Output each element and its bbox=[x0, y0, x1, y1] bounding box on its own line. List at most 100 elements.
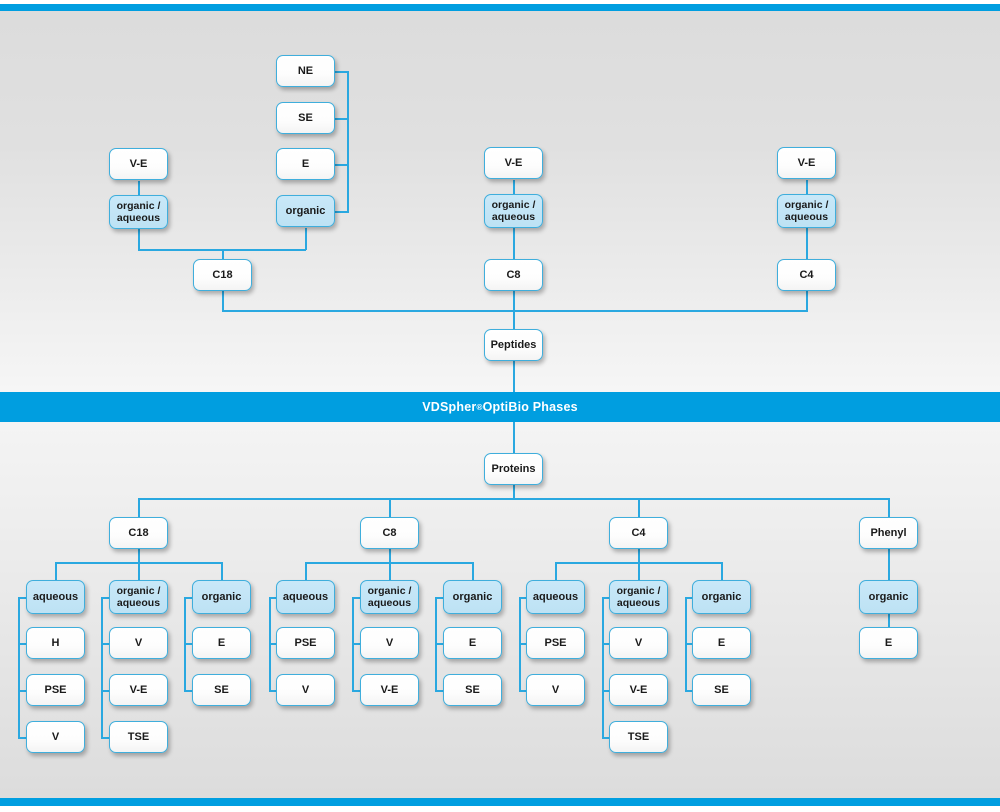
connector-c8-o-1 bbox=[435, 643, 447, 645]
node-organic-c4[interactable]: organic bbox=[692, 580, 751, 614]
node-phenyl-organic-e[interactable]: E bbox=[859, 627, 918, 659]
top-white-rule bbox=[0, 0, 1000, 4]
connector-proteins-drop bbox=[513, 484, 515, 499]
node-se[interactable]: SE bbox=[276, 102, 335, 134]
node-c18-orgaq-tse[interactable]: TSE bbox=[109, 721, 168, 753]
connector-bus-to-phenyl bbox=[888, 498, 890, 518]
connector-pc8-drop bbox=[389, 549, 391, 563]
connector-c18-ve-to-orgaq bbox=[138, 181, 140, 196]
connector-c18-aq-bus bbox=[18, 597, 20, 737]
connector-c4-oa-2 bbox=[602, 690, 614, 692]
node-aqueous-c4[interactable]: aqueous bbox=[526, 580, 585, 614]
connector-se-stub bbox=[335, 118, 349, 120]
node-ve-c18-peptide[interactable]: V-E bbox=[109, 148, 168, 180]
connector-peptides-bus bbox=[222, 310, 808, 312]
banner-product: OptiBio Phases bbox=[482, 400, 578, 414]
node-organic-c8[interactable]: organic bbox=[443, 580, 502, 614]
connector-c4-to-peptide-bus bbox=[806, 291, 808, 311]
connector-proteins-bus bbox=[138, 498, 889, 500]
node-c4-organic-e[interactable]: E bbox=[692, 627, 751, 659]
node-organic-aqueous-c8[interactable]: organic / aqueous bbox=[360, 580, 419, 614]
node-ve-c4-peptide[interactable]: V-E bbox=[777, 147, 836, 179]
node-c8-orgaq-v[interactable]: V bbox=[360, 627, 419, 659]
node-aqueous-c8[interactable]: aqueous bbox=[276, 580, 335, 614]
node-e-top[interactable]: E bbox=[276, 148, 335, 180]
connector-c18-oa-3 bbox=[101, 737, 113, 739]
node-c4-peptide[interactable]: C4 bbox=[777, 259, 836, 291]
top-accent-bar bbox=[0, 4, 1000, 11]
connector-c18-o-head bbox=[184, 597, 196, 599]
node-c18-protein[interactable]: C18 bbox=[109, 517, 168, 549]
node-organic-c18[interactable]: organic bbox=[192, 580, 251, 614]
connector-c8-o-2 bbox=[435, 690, 447, 692]
node-c8-organic-se[interactable]: SE bbox=[443, 674, 502, 706]
node-organic-aqueous-c4[interactable]: organic / aqueous bbox=[609, 580, 668, 614]
bottom-accent-bar bbox=[0, 798, 1000, 806]
connector-c18-to-peptide-bus bbox=[222, 291, 224, 311]
node-peptides[interactable]: Peptides bbox=[484, 329, 543, 361]
connector-c8-to-peptide-bus bbox=[513, 291, 515, 311]
node-organic-aqueous-c8-peptide[interactable]: organic / aqueous bbox=[484, 194, 543, 228]
node-proteins[interactable]: Proteins bbox=[484, 453, 543, 485]
node-c18-aqueous-pse[interactable]: PSE bbox=[26, 674, 85, 706]
node-organic-aqueous-c18[interactable]: organic / aqueous bbox=[109, 580, 168, 614]
node-c18-peptide[interactable]: C18 bbox=[193, 259, 252, 291]
connector-c4-o-head bbox=[685, 597, 697, 599]
connector-c18-oa-2 bbox=[101, 690, 113, 692]
node-c4-orgaq-tse[interactable]: TSE bbox=[609, 721, 668, 753]
node-ve-c8-peptide[interactable]: V-E bbox=[484, 147, 543, 179]
connector-pc8-to-orgaq bbox=[389, 562, 391, 581]
node-c8-peptide[interactable]: C8 bbox=[484, 259, 543, 291]
node-organic-peptide-c18[interactable]: organic bbox=[276, 195, 335, 227]
node-c18-orgaq-ve[interactable]: V-E bbox=[109, 674, 168, 706]
node-c18-organic-se[interactable]: SE bbox=[192, 674, 251, 706]
node-c8-aqueous-pse[interactable]: PSE bbox=[276, 627, 335, 659]
registered-mark-icon: ® bbox=[476, 402, 483, 412]
node-c8-orgaq-ve[interactable]: V-E bbox=[360, 674, 419, 706]
connector-phenyl-organic-to-e bbox=[888, 613, 890, 627]
node-phenyl-protein[interactable]: Phenyl bbox=[859, 517, 918, 549]
node-aqueous-c18[interactable]: aqueous bbox=[26, 580, 85, 614]
connector-bus-to-pc18 bbox=[138, 498, 140, 518]
connector-organic-stub bbox=[335, 211, 349, 213]
connector-c18-orgaq-down bbox=[138, 228, 140, 250]
node-c18-aqueous-v[interactable]: V bbox=[26, 721, 85, 753]
connector-c4-ve-to-orgaq bbox=[806, 180, 808, 195]
connector-c4-o-1 bbox=[685, 643, 697, 645]
connector-peptides-drop bbox=[513, 310, 515, 330]
connector-c8-aq-1 bbox=[269, 643, 281, 645]
node-c18-orgaq-v[interactable]: V bbox=[109, 627, 168, 659]
node-ne[interactable]: NE bbox=[276, 55, 335, 87]
connector-c4-aq-2 bbox=[519, 690, 531, 692]
connector-c8-oa-1 bbox=[352, 643, 364, 645]
node-organic-phenyl[interactable]: organic bbox=[859, 580, 918, 614]
node-c8-organic-e[interactable]: E bbox=[443, 627, 502, 659]
connector-pc4-to-orgaq bbox=[638, 562, 640, 581]
connector-bus-to-pc8 bbox=[389, 498, 391, 518]
node-organic-aqueous-c18-peptide[interactable]: organic / aqueous bbox=[109, 195, 168, 229]
connector-c18-oa-1 bbox=[101, 643, 113, 645]
node-c4-orgaq-v[interactable]: V bbox=[609, 627, 668, 659]
node-c8-protein[interactable]: C8 bbox=[360, 517, 419, 549]
connector-c18-organic-down bbox=[305, 228, 307, 250]
connector-c18-o-1 bbox=[184, 643, 196, 645]
connector-ne-stub bbox=[335, 71, 349, 73]
node-c18-aqueous-h[interactable]: H bbox=[26, 627, 85, 659]
connector-bus-to-pc4 bbox=[638, 498, 640, 518]
banner-brand: VDSpher bbox=[422, 400, 477, 414]
connector-phenyl-to-organic bbox=[888, 549, 890, 581]
connector-c18-aq-3 bbox=[18, 737, 30, 739]
connector-pc8-to-aqueous bbox=[305, 562, 307, 581]
node-c4-aqueous-pse[interactable]: PSE bbox=[526, 627, 585, 659]
node-c4-orgaq-ve[interactable]: V-E bbox=[609, 674, 668, 706]
node-c8-aqueous-v[interactable]: V bbox=[276, 674, 335, 706]
node-c4-organic-se[interactable]: SE bbox=[692, 674, 751, 706]
connector-c18-oa-head bbox=[101, 597, 113, 599]
connector-peptides-to-banner bbox=[513, 360, 515, 393]
node-c18-organic-e[interactable]: E bbox=[192, 627, 251, 659]
node-c4-aqueous-v[interactable]: V bbox=[526, 674, 585, 706]
node-c4-protein[interactable]: C4 bbox=[609, 517, 668, 549]
connector-pc18-to-orgaq bbox=[138, 562, 140, 581]
connector-pc18-drop bbox=[138, 549, 140, 563]
node-organic-aqueous-c4-peptide[interactable]: organic / aqueous bbox=[777, 194, 836, 228]
